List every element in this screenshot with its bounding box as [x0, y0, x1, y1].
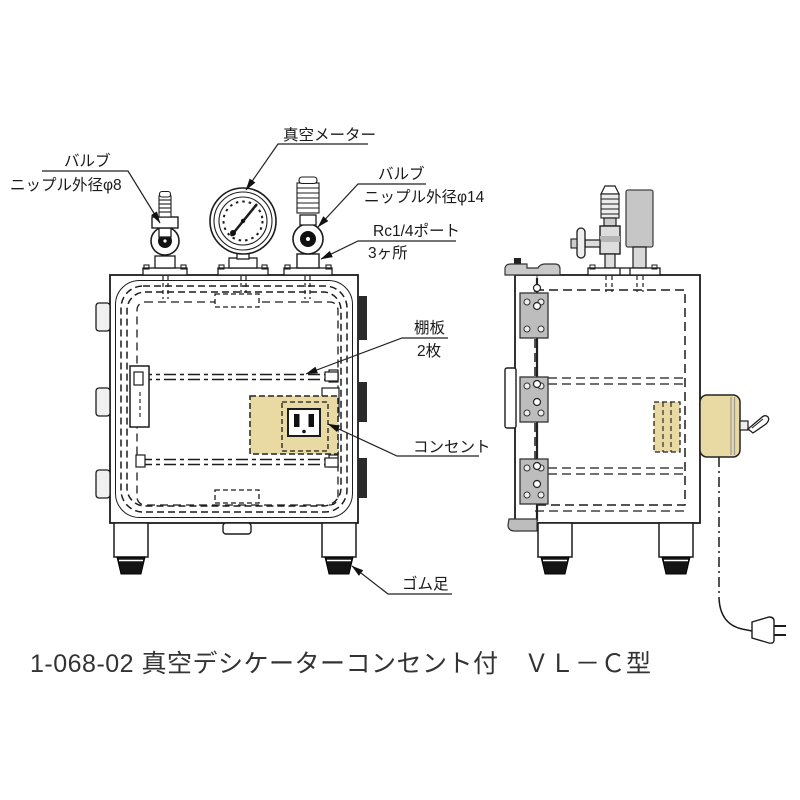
side-foot-right	[658, 522, 694, 575]
labels: 真空メーター バルブ ニップル外径φ8 バルブ ニップル外径φ14 Rc1/4ポ…	[10, 126, 652, 678]
drawing-caption: 1-068-02 真空デシケーターコンセント付 ＶＬ－Ｃ型	[30, 650, 652, 678]
leader-outlet	[327, 423, 479, 457]
side-nipple-ribs	[600, 193, 620, 219]
door-bottom-tab	[507, 518, 538, 532]
door-stop-top	[214, 293, 260, 308]
outlet-slot-right	[308, 414, 314, 427]
nipple-ribs-left	[158, 190, 172, 218]
nipple-ribs-right	[296, 176, 320, 214]
door-stop-bottom	[214, 489, 260, 504]
outlet-slot-left	[294, 414, 300, 427]
label-valve-right-2: ニップル外径φ14	[364, 188, 485, 206]
front-foot-right	[321, 522, 357, 575]
label-valve-left-1: バルブ	[64, 151, 111, 170]
bottom-center-tab	[222, 522, 252, 535]
hinge-bolts	[523, 298, 545, 499]
power-cord	[718, 457, 786, 644]
label-outlet: コンセント	[413, 439, 491, 456]
valve-left-fitting	[142, 190, 188, 276]
leader-rubber-foot	[351, 565, 452, 595]
hinge-assembly	[519, 271, 549, 527]
leader-vacuum-meter	[245, 143, 368, 191]
shelf-line-1	[140, 373, 333, 381]
power-plug	[751, 616, 775, 644]
front-view	[95, 176, 367, 575]
side-valve-fitting	[570, 185, 621, 269]
door-handle	[129, 365, 150, 428]
hinge-plates	[519, 292, 549, 505]
leader-lines	[42, 143, 479, 595]
leader-valve-right	[317, 183, 426, 228]
side-shelf-lines	[548, 377, 685, 475]
side-foot-left	[537, 522, 573, 575]
plug-in-outlet	[746, 415, 770, 434]
front-door-edge	[115, 280, 353, 518]
label-port-1: Rc1/4ポート	[373, 222, 460, 240]
outlet-ground-pin	[302, 429, 306, 434]
label-shelf-1: 棚板	[414, 319, 445, 337]
outlet-panel	[249, 395, 339, 455]
valve-right-fitting	[283, 176, 333, 276]
lid-ports-hidden-lines	[162, 276, 311, 299]
door-gasket-outer	[120, 285, 348, 513]
label-port-2: 3ヶ所	[368, 244, 408, 262]
latch-tabs	[358, 296, 367, 498]
side-view	[504, 185, 786, 644]
side-outlet-inside	[653, 401, 681, 453]
side-door-handle	[504, 367, 517, 429]
side-flange-plate	[587, 264, 661, 276]
leader-valve-left	[42, 170, 161, 224]
side-lid-hidden-lines	[605, 276, 644, 292]
top-latch	[504, 258, 561, 276]
label-valve-right-1: バルブ	[378, 164, 425, 183]
hinge-knuckles	[532, 283, 542, 489]
side-gauge	[625, 189, 654, 269]
label-shelf-2: 2枚	[417, 342, 442, 360]
leader-port	[320, 240, 456, 260]
side-outlet-box	[699, 394, 770, 458]
shelf-line-2	[140, 458, 333, 466]
label-vacuum-meter: 真空メーター	[283, 126, 376, 144]
door-gasket-inner	[126, 291, 342, 507]
hinge-tabs	[95, 302, 111, 499]
front-foot-left	[113, 522, 149, 575]
label-rubber-foot: ゴム足	[402, 574, 449, 593]
label-valve-left-2: ニップル外径φ8	[10, 176, 122, 194]
vacuum-gauge	[209, 187, 277, 276]
leader-shelf	[305, 337, 448, 375]
